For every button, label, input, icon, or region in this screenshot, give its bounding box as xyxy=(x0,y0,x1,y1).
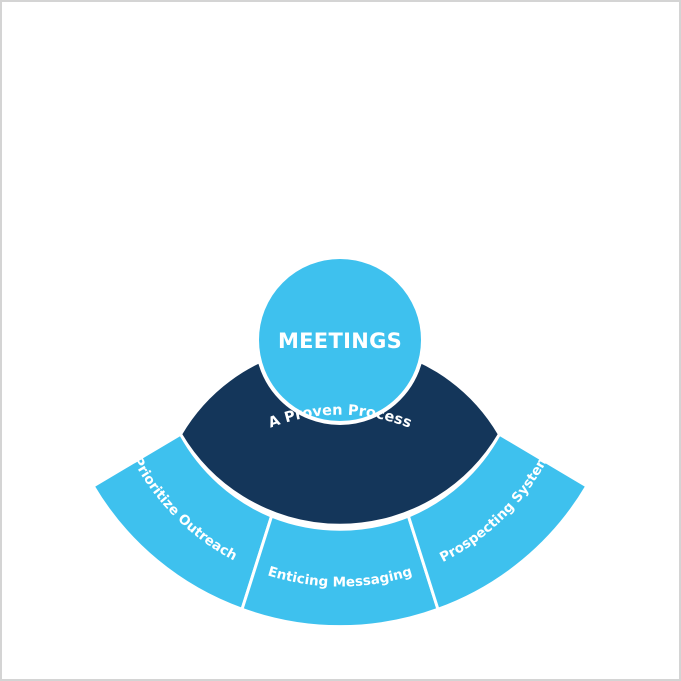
segment-prospecting-system xyxy=(406,432,589,611)
meetings-label: MEETINGS xyxy=(278,329,402,353)
meetings-circle xyxy=(255,255,425,425)
